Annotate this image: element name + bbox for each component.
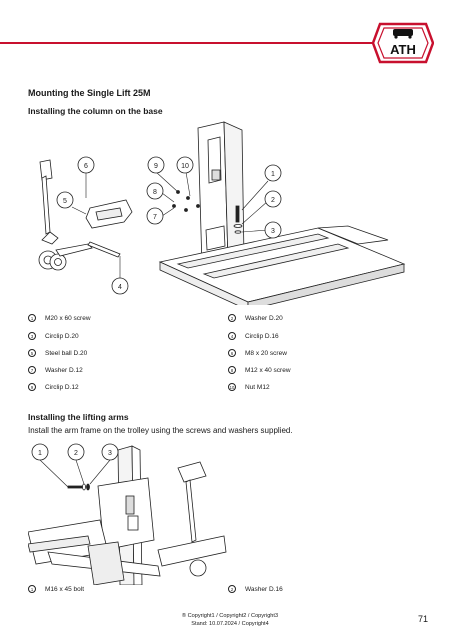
callout-7: 7: [146, 207, 164, 225]
header-rule: [0, 42, 373, 44]
leader-lines: [71, 171, 269, 278]
callout-9: 9: [147, 156, 165, 174]
callout-10: 10: [176, 156, 194, 174]
trolley-drawing: [38, 159, 93, 271]
svg-text:3: 3: [108, 450, 112, 457]
bracket-drawing: [85, 199, 133, 229]
svg-text:5: 5: [63, 198, 67, 205]
svg-text:1: 1: [38, 450, 42, 457]
section2-text: Install the arm frame on the trolley usi…: [28, 426, 293, 435]
trolley-drawing: [157, 461, 227, 577]
callout-1: 1: [31, 443, 49, 461]
arm-frame-drawing: [28, 519, 161, 585]
callout-2: 2: [67, 443, 85, 461]
figure1-callouts: 1 2 3 4 5 6 7 8 9 10: [56, 156, 282, 295]
leader-lines: [39, 459, 111, 488]
column-drawing: [197, 121, 245, 267]
svg-text:7: 7: [153, 214, 157, 221]
svg-text:3: 3: [271, 228, 275, 235]
svg-text:8: 8: [153, 189, 157, 196]
section-title: Mounting the Single Lift 25M: [28, 88, 151, 98]
page-number: 71: [418, 614, 429, 624]
callout-5: 5: [56, 191, 74, 209]
base-drawing: [158, 225, 406, 305]
svg-text:10: 10: [181, 163, 189, 170]
svg-text:9: 9: [154, 163, 158, 170]
pin-drawing: [87, 241, 121, 258]
figure2-callouts: 1 2 3: [31, 443, 119, 461]
callout-6: 6: [77, 156, 95, 174]
svg-text:2: 2: [271, 197, 275, 204]
section2-title: Installing the lifting arms: [28, 412, 129, 422]
callout-3: 3: [264, 221, 282, 239]
copyright-line: ® Copyright1 / Copyright2 / Copyright3: [181, 613, 279, 619]
column-base-illustration: [38, 121, 406, 305]
svg-text:ATH: ATH: [390, 42, 416, 57]
section-subtitle: Installing the column on the base: [28, 106, 163, 116]
svg-text:1: 1: [271, 171, 275, 178]
callout-8: 8: [146, 182, 164, 200]
lifting-arms-illustration: [28, 445, 227, 585]
footer: ® Copyright1 / Copyright2 / Copyright3 S…: [150, 612, 310, 628]
ath-logo: ATH: [372, 22, 434, 64]
hardware-drawing: [172, 190, 243, 234]
svg-text:6: 6: [84, 163, 88, 170]
svg-text:2: 2: [74, 450, 78, 457]
callout-1: 1: [264, 164, 282, 182]
svg-text:4: 4: [118, 284, 122, 291]
stand-line: Stand: 10.07.2024 / Copyright4: [191, 621, 269, 627]
callout-2: 2: [264, 190, 282, 208]
callout-3: 3: [101, 443, 119, 461]
callout-4: 4: [111, 277, 129, 295]
